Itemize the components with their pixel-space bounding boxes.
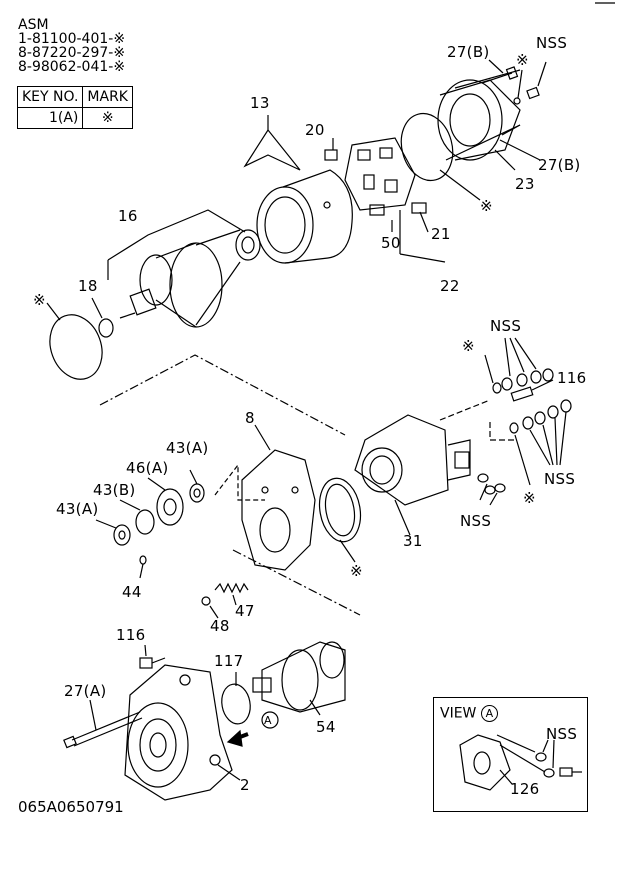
key-table-row: 1(A) ※ xyxy=(16,107,133,129)
mark-value: ※ xyxy=(82,107,133,129)
armature-part-16 xyxy=(119,229,241,328)
label-126: 126 xyxy=(510,780,540,798)
view-marker-circle: A xyxy=(480,705,498,722)
key-no-value: 1(A) xyxy=(16,107,84,129)
asm-part-number-1: 1-81100-401-※ xyxy=(18,31,126,47)
view-a-box xyxy=(433,697,588,812)
label-50: 50 xyxy=(381,234,401,252)
label-27b-right: 27(B) xyxy=(538,156,581,174)
asm-part-number-2: 8-87220-297-※ xyxy=(18,45,126,61)
key-no-header: KEY NO. xyxy=(16,86,84,108)
brush-holder-part-22 xyxy=(324,137,427,216)
pinion-clutch-part-54 xyxy=(252,641,346,713)
asm-heading: ASM 1-81100-401-※ 8-87220-297-※ 8-98062-… xyxy=(18,18,125,74)
asm-title: ASM xyxy=(18,17,49,33)
label-nss-lower-right: NSS xyxy=(544,470,576,488)
mark-header: MARK xyxy=(82,86,133,108)
label-2: 2 xyxy=(240,776,250,794)
label-43b: 43(B) xyxy=(93,481,136,499)
yoke-part-13 xyxy=(256,169,353,264)
label-star-right: ※ xyxy=(462,337,475,355)
label-54: 54 xyxy=(316,718,336,736)
label-117: 117 xyxy=(214,652,244,670)
label-44: 44 xyxy=(122,583,142,601)
label-43a-left: 43(A) xyxy=(56,500,99,518)
label-star-top: ※ xyxy=(516,51,529,69)
end-cover-part-23 xyxy=(437,69,521,161)
label-18: 18 xyxy=(78,277,98,295)
front-housing-part-2 xyxy=(124,664,233,801)
label-116-bottom: 116 xyxy=(116,626,146,644)
label-27a: 27(A) xyxy=(64,682,107,700)
label-23: 23 xyxy=(515,175,535,193)
view-a-title: VIEW A xyxy=(440,705,498,722)
solenoid-part-31 xyxy=(354,414,471,506)
asm-part-number-3: 8-98062-041-※ xyxy=(18,59,126,75)
label-20: 20 xyxy=(305,121,325,139)
label-star-ring: ※ xyxy=(350,562,363,580)
label-nss-view: NSS xyxy=(546,725,578,743)
label-31: 31 xyxy=(403,532,423,550)
label-43a-top: 43(A) xyxy=(166,439,209,457)
label-nss-top: NSS xyxy=(536,34,568,52)
label-46a: 46(A) xyxy=(126,459,169,477)
label-nss-right: NSS xyxy=(490,317,522,335)
label-nss-bottom-mid: NSS xyxy=(460,512,492,530)
label-star-mid: ※ xyxy=(480,197,493,215)
label-16: 16 xyxy=(118,207,138,225)
label-13: 13 xyxy=(250,94,270,112)
label-21: 21 xyxy=(431,225,451,243)
drawing-code: 065A0650791 xyxy=(18,798,124,816)
callout-a: A xyxy=(264,714,272,727)
label-116-right: 116 xyxy=(557,369,587,387)
label-48: 48 xyxy=(210,617,230,635)
label-22: 22 xyxy=(440,277,460,295)
lever-housing-part-8 xyxy=(241,449,316,571)
label-27b-top: 27(B) xyxy=(447,43,490,61)
label-47: 47 xyxy=(235,602,255,620)
key-mark-table: KEY NO. MARK 1(A) ※ xyxy=(16,86,133,129)
key-table-header-row: KEY NO. MARK xyxy=(16,86,133,108)
view-a-detail-drawing xyxy=(459,734,582,791)
label-8: 8 xyxy=(245,409,255,427)
label-star-lower-right: ※ xyxy=(523,489,536,507)
label-star-left: ※ xyxy=(33,291,46,309)
view-title-text: VIEW xyxy=(440,705,477,722)
